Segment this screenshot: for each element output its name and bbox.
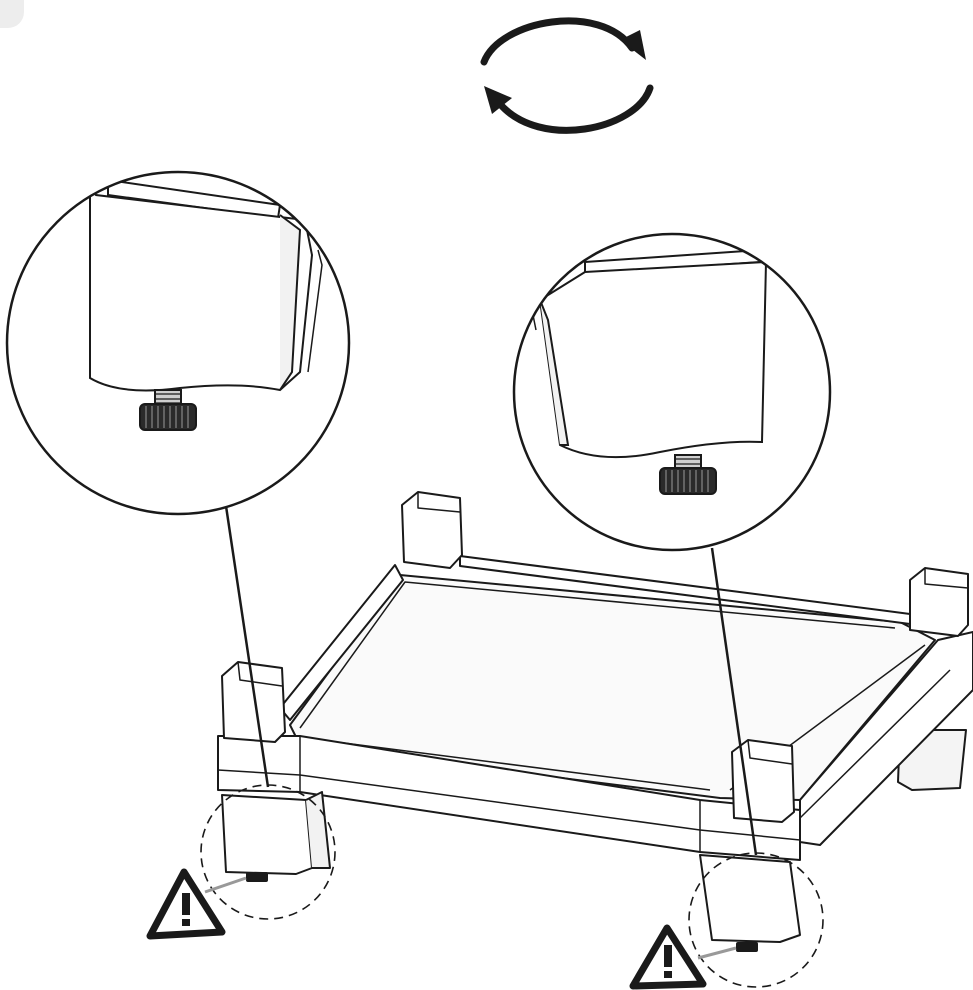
warning-triangle-icon — [629, 924, 737, 990]
foot-knobs — [246, 872, 758, 952]
rotate-arrows-icon — [480, 17, 654, 134]
leader-lines — [224, 505, 758, 856]
right-foot-detail — [512, 232, 832, 552]
warning-triangle-icon — [146, 868, 247, 940]
left-foot-detail — [5, 170, 351, 516]
stand-body — [217, 491, 973, 943]
